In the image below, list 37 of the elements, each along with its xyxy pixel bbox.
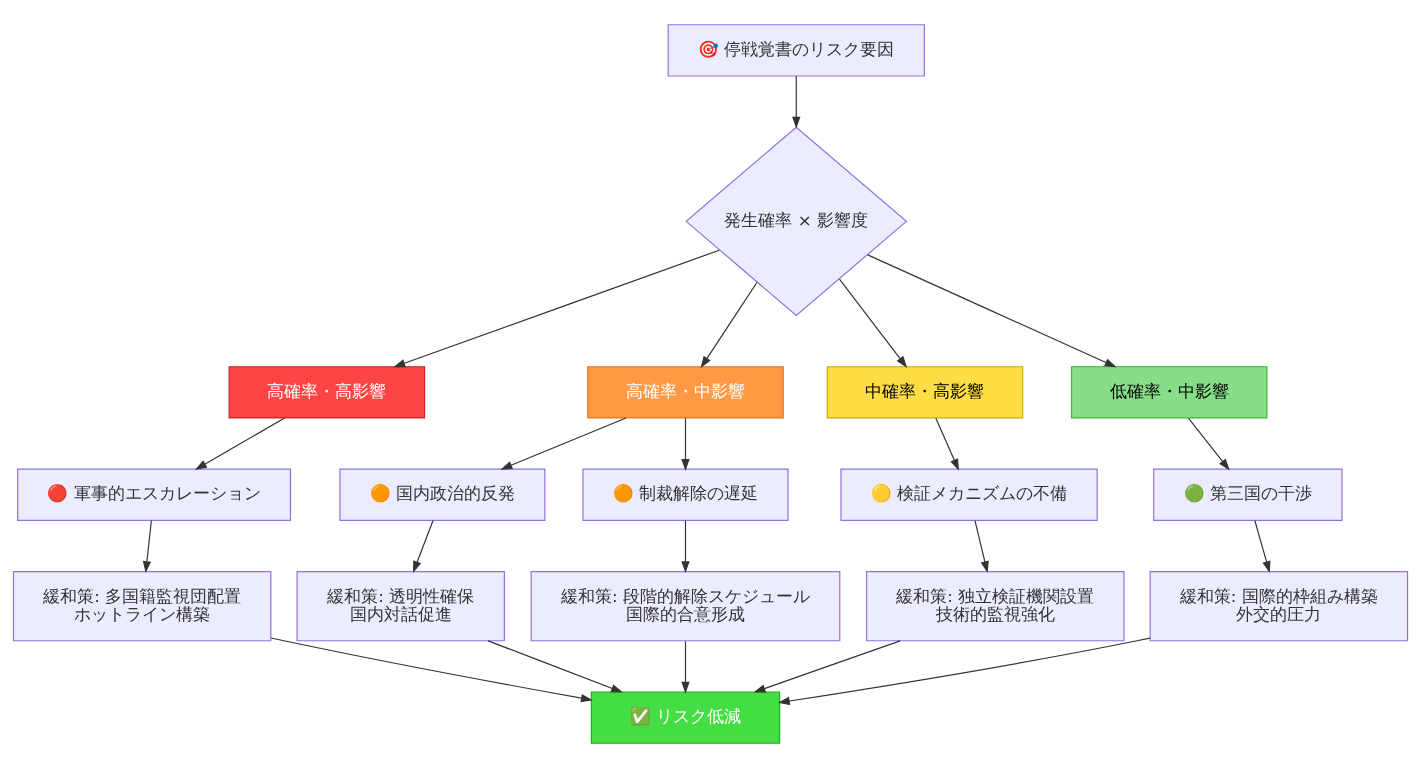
arrow [500, 416, 627, 470]
arrow [792, 75, 801, 129]
arrow [935, 417, 959, 471]
node-box: 緩和策: 透明性確保 国内対話促進 [296, 570, 505, 641]
arrow [867, 253, 1117, 367]
arrow [270, 636, 593, 702]
node-box: ✅ リスク低減 [590, 690, 781, 744]
arrow [681, 417, 690, 471]
node-box: 🟠 国内政治的反発 [339, 468, 546, 521]
node-box: 緩和策: 独立検証機関設置 技術的監視強化 [866, 570, 1125, 641]
arrow [142, 519, 152, 573]
node-box: 🟠 制裁解除の遅延 [582, 468, 789, 521]
node-box: 🟡 検証メカニズムの不備 [840, 468, 1098, 521]
arrow [412, 519, 434, 573]
node-box: 中確率・高影響 [826, 365, 1024, 419]
arrow [753, 639, 901, 692]
node-diamond: 発生確率 × 影響度 [685, 125, 908, 316]
node-box: 高確率・高影響 [228, 365, 426, 419]
node-box: 緩和策: 段階的解除スケジュール 国際的合意形成 [530, 570, 841, 641]
node-box: 🟢 第三国の干渉 [1153, 468, 1343, 521]
arrow [700, 281, 758, 368]
arrow [194, 416, 286, 470]
node-box: 低確率・中影響 [1070, 365, 1268, 419]
node-box: 緩和策: 国際的枠組み構築 外交的圧力 [1149, 570, 1409, 641]
arrow [838, 278, 908, 368]
arrow [1254, 519, 1271, 573]
node-box: 🔴 軍事的エスカレーション [17, 468, 292, 521]
node-box: 高確率・中影響 [587, 365, 784, 419]
node-box: 🎯 停戦覚書のリスク要因 [667, 23, 925, 77]
arrow [777, 637, 1151, 705]
arrow [487, 639, 624, 692]
arrow [681, 519, 690, 573]
arrow [1188, 417, 1230, 471]
node-box: 緩和策: 多国籍監視団配置 ホットライン構築 [12, 570, 272, 641]
arrow [393, 249, 720, 367]
arrow [681, 640, 690, 694]
arrow [974, 519, 989, 573]
